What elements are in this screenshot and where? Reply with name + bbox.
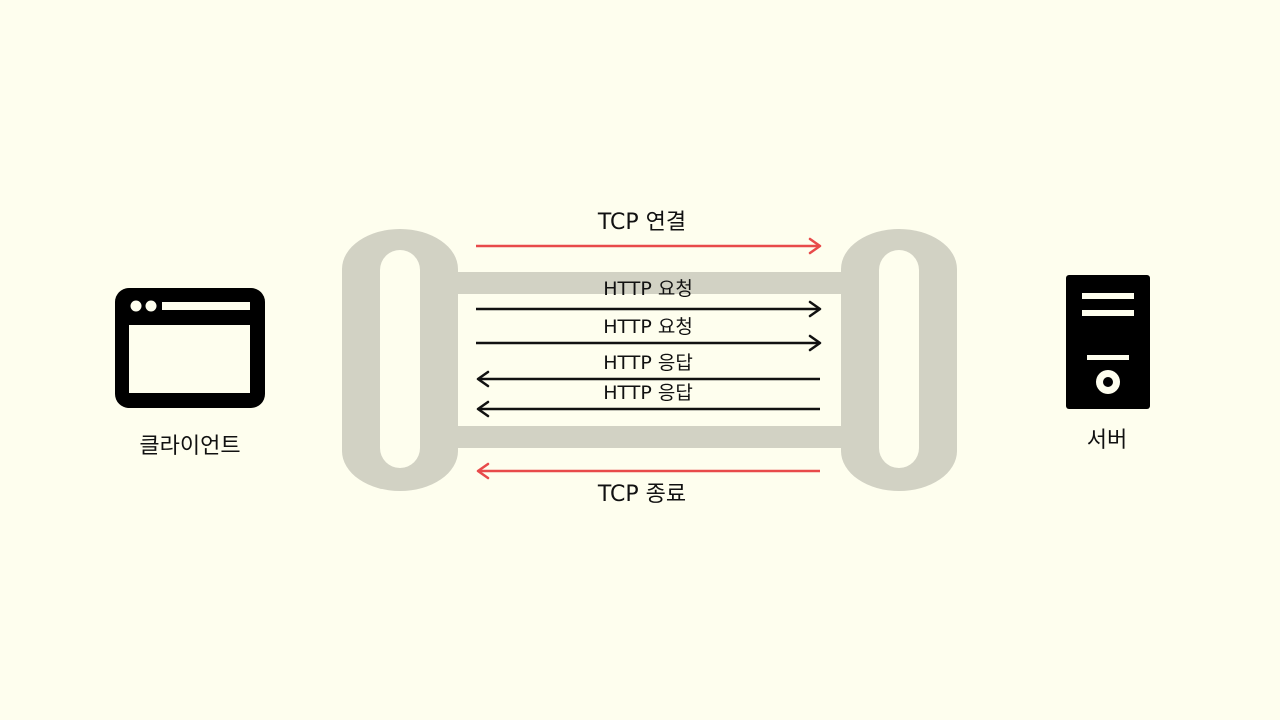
connection-pipe	[342, 229, 957, 491]
browser-window-icon	[115, 288, 265, 408]
pipe-top-bar	[440, 272, 860, 294]
http-request-label-1: HTTP 요청	[603, 278, 693, 300]
pipe-bottom-bar	[440, 426, 860, 448]
pipe-left-end-hole	[380, 250, 420, 468]
tcp-close-label: TCP 종료	[597, 482, 687, 507]
http-response-label-1: HTTP 응답	[603, 352, 693, 374]
http-response-label-2: HTTP 응답	[603, 382, 693, 404]
tcp-open-label: TCP 연결	[597, 210, 687, 235]
server-tower-icon	[1066, 275, 1150, 409]
server-label: 서버	[1086, 428, 1128, 453]
pipe-right-end-hole	[879, 250, 919, 468]
client-label: 클라이언트	[139, 434, 241, 459]
http-request-label-2: HTTP 요청	[603, 316, 693, 338]
